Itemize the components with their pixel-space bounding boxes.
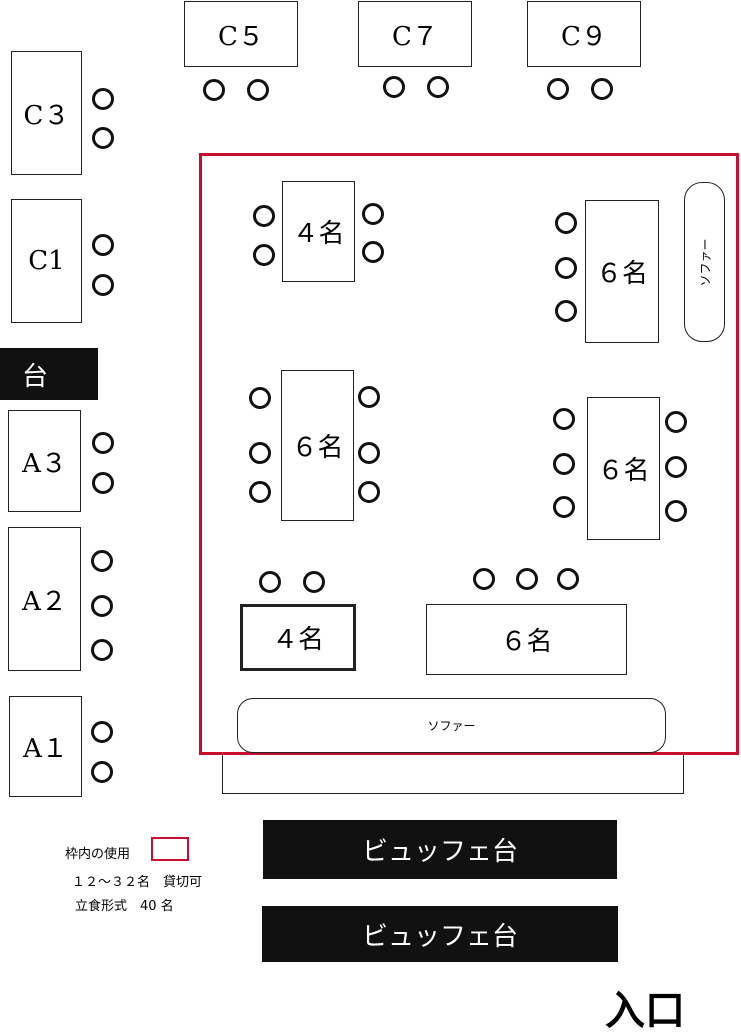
legend-line-3: 立食形式 40 名 [75,899,174,914]
buffet-table-upper: ビュッフェ台 [263,820,617,879]
table-label: C９ [561,21,607,52]
seat [362,241,384,263]
table-c1: C1 [11,199,82,323]
sofa-horizontal: ソファー [237,698,666,753]
seat [383,76,405,98]
seat [247,79,269,101]
seat [92,274,114,296]
seat [249,481,271,503]
seat [92,234,114,256]
table-label: C７ [392,21,438,52]
seat [253,244,275,266]
legend-line-1: 枠内の使用 [65,847,131,862]
counter: 台 [0,348,98,400]
entrance-label: 入口 [605,987,685,1034]
seat [92,472,114,494]
table-label: C1 [28,246,65,276]
counter-label: 台 [22,361,49,392]
sofa-vertical: ソファー [684,182,725,342]
table-c9: C９ [527,1,641,67]
table-c5: C５ [184,1,298,67]
seat [92,432,114,454]
buffet-label: ビュッフェ台 [361,837,518,867]
seat [555,300,577,322]
seat [473,568,495,590]
sofa-label: ソファー [698,237,713,287]
table-6-left: ６名 [281,370,354,521]
seat [665,500,687,522]
buffet-label: ビュッフェ台 [361,921,518,952]
reserved-area-frame [199,153,739,755]
seat [92,127,114,149]
table-label: C３ [23,100,70,131]
platform [222,752,684,794]
seat [358,386,380,408]
seat [91,595,113,617]
table-6-bottom: ６名 [426,604,627,675]
seat [553,408,575,430]
seat [665,411,687,433]
seat [249,387,271,409]
table-label: ４名 [292,219,345,249]
table-label: ６名 [500,627,553,657]
table-label: C５ [218,21,264,52]
seat [92,88,114,110]
seat [547,78,569,100]
seat [553,453,575,475]
table-label: ６名 [597,456,650,486]
seat [665,456,687,478]
seat [358,442,380,464]
table-4-top: ４名 [282,181,355,282]
seat [303,571,325,593]
table-c3: C３ [11,51,82,175]
seat [591,78,613,100]
seat [557,568,579,590]
seat [91,721,113,743]
table-6-top-right: ６名 [585,200,659,343]
seat [249,442,271,464]
table-a2: A２ [8,527,81,671]
table-a1: A１ [9,696,82,797]
table-6-right: ６名 [587,397,660,540]
legend-line-2: １２～３２名 貸切可 [72,875,203,890]
seat [259,571,281,593]
buffet-table-lower: ビュッフェ台 [262,906,618,962]
table-4-bottom: ４名 [240,604,356,671]
seat [203,79,225,101]
table-label: A１ [23,734,68,764]
seat [358,481,380,503]
seat [362,203,384,225]
seat [91,761,113,783]
seat [555,257,577,279]
seat [555,212,577,234]
table-label: A３ [22,448,67,479]
seat [253,205,275,227]
seat [91,639,113,661]
table-a3: A３ [8,410,81,512]
sofa-label: ソファー [427,719,476,733]
table-label: ６名 [595,259,648,289]
table-label: ４名 [271,625,324,655]
seat [427,76,449,98]
table-label: A２ [22,586,67,617]
table-label: ６名 [291,433,344,463]
seat [516,568,538,590]
legend-swatch [151,837,189,861]
seat [553,496,575,518]
seat [91,550,113,572]
table-c7: C７ [358,1,472,67]
